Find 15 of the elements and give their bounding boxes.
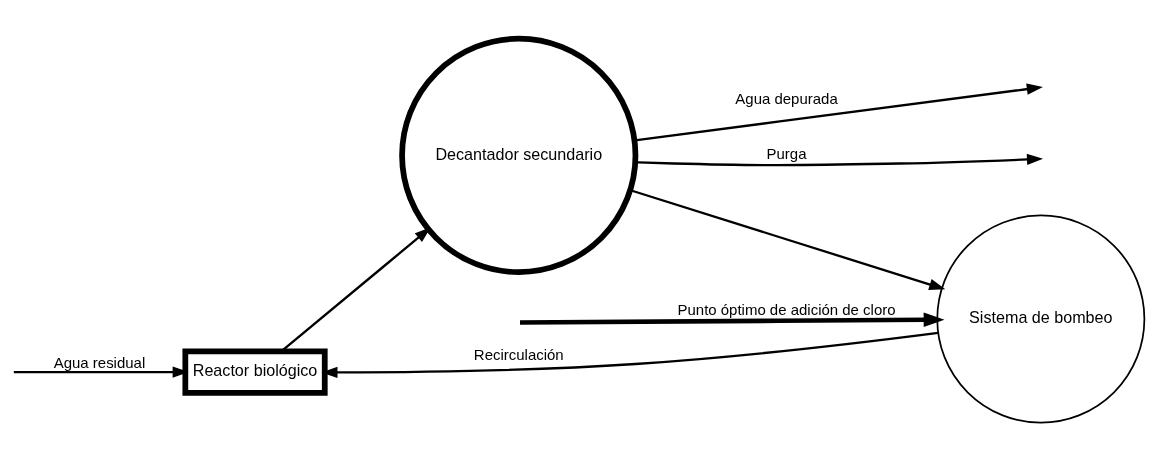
edge-label: Agua depurada bbox=[735, 89, 838, 107]
arrow bbox=[520, 312, 945, 327]
edge-label: Purga bbox=[766, 144, 807, 162]
arrow bbox=[280, 226, 431, 352]
arrow bbox=[635, 153, 1044, 166]
edge-label: Recirculación bbox=[473, 345, 564, 363]
node-circle: Decantador secundario bbox=[399, 35, 639, 275]
edge-label: Agua residual bbox=[53, 353, 146, 371]
node-box: Reactor biológico bbox=[182, 347, 328, 396]
edge-label: Punto óptimo de adición de cloro bbox=[677, 300, 896, 318]
arrow bbox=[634, 83, 1043, 142]
arrow bbox=[13, 365, 189, 378]
node-circle: Sistema de bombeo bbox=[936, 214, 1146, 423]
arrow bbox=[630, 188, 946, 290]
arrow bbox=[321, 331, 939, 378]
